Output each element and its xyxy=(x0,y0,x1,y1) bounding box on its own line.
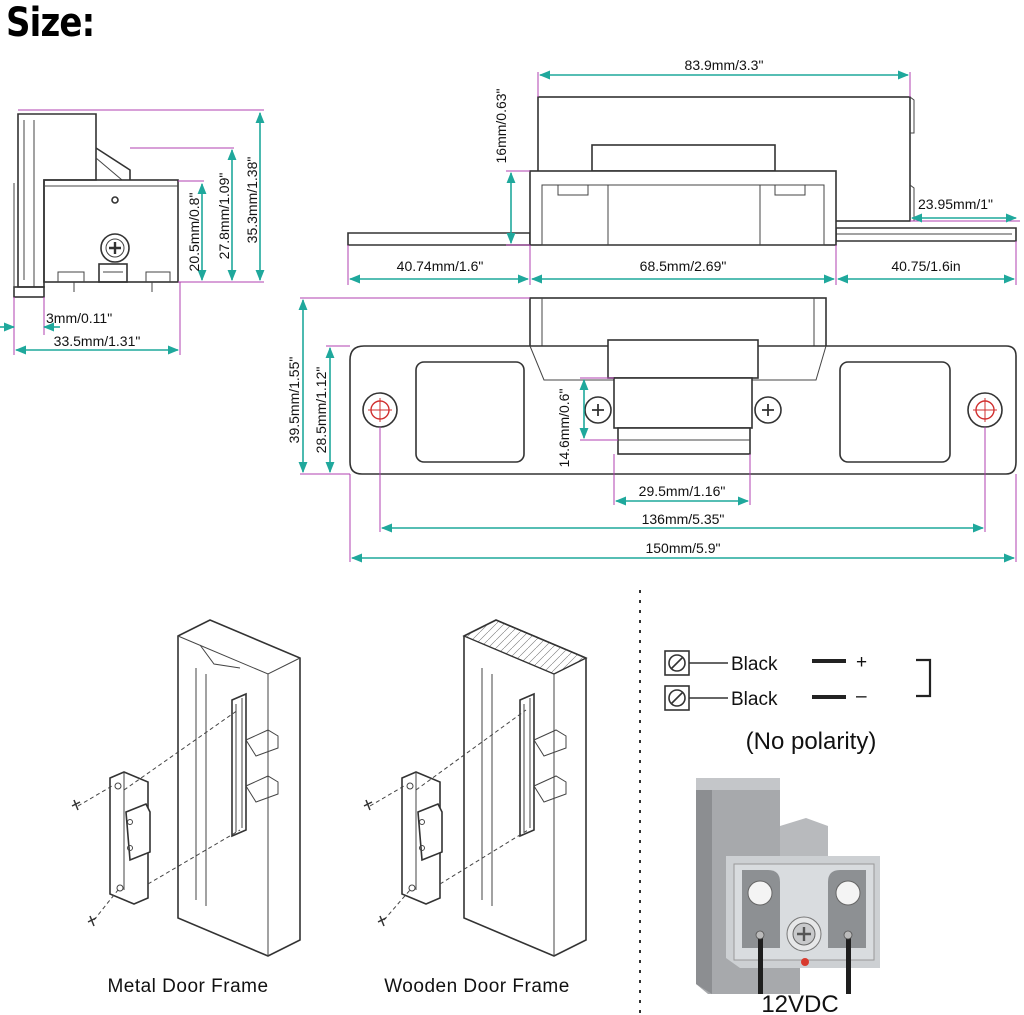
side-dim-33-5: 33.5mm/1.31" xyxy=(54,333,141,349)
top-dim-68-5: 68.5mm/2.69" xyxy=(640,258,727,274)
page-title: Size: xyxy=(6,0,95,46)
top-dim-16: 16mm/0.63" xyxy=(493,88,509,163)
top-dim-23-95: 23.95mm/1" xyxy=(918,196,993,212)
no-polarity-note: (No polarity) xyxy=(746,728,877,755)
front-dim-150: 150mm/5.9" xyxy=(645,540,720,556)
wooden-frame-illustration: Wooden Door Frame xyxy=(363,619,588,997)
voltage-label: 12VDC xyxy=(761,991,838,1015)
wire-1-label: Black xyxy=(731,654,778,675)
side-view: 20.5mm/0.8" 27.8mm/1.09" 35.3mm/1.38" 3m… xyxy=(0,109,265,355)
metal-frame-caption: Metal Door Frame xyxy=(107,976,268,997)
front-dim-28-5: 28.5mm/1.12" xyxy=(313,367,329,454)
plus-sign: + xyxy=(856,652,867,673)
top-view-body xyxy=(347,96,1017,246)
minus-sign: – xyxy=(856,686,867,707)
top-dim-40-74: 40.74mm/1.6" xyxy=(397,258,484,274)
metal-frame-illustration: Metal Door Frame xyxy=(71,619,301,997)
wire-2-label: Black xyxy=(731,689,778,710)
front-view: 39.5mm/1.55" 28.5mm/1.12" 14.6mm/0.6" 29… xyxy=(286,297,1017,563)
side-view-body xyxy=(13,113,179,298)
front-dim-39-5: 39.5mm/1.55" xyxy=(286,357,302,444)
front-dim-136: 136mm/5.35" xyxy=(642,511,725,527)
top-dim-83-9: 83.9mm/3.3" xyxy=(685,57,764,73)
front-dim-14-6: 14.6mm/0.6" xyxy=(556,389,572,468)
side-dim-3: 3mm/0.11" xyxy=(46,310,112,326)
front-view-body xyxy=(349,297,1017,475)
side-dim-20-5: 20.5mm/0.8" xyxy=(186,193,202,272)
side-dim-35-3: 35.3mm/1.38" xyxy=(244,157,260,244)
wiring-diagram: Black Black + – (No polarity) xyxy=(664,650,932,755)
top-dim-40-75: 40.75/1.6in xyxy=(891,258,960,274)
top-view: 83.9mm/3.3" 16mm/0.63" 23.95mm/1" 40.74m… xyxy=(347,57,1020,285)
lock-photo: 12VDC xyxy=(696,778,880,1015)
side-dim-27-8: 27.8mm/1.09" xyxy=(216,173,232,260)
front-dim-29-5: 29.5mm/1.16" xyxy=(639,483,726,499)
wooden-frame-caption: Wooden Door Frame xyxy=(384,976,570,997)
